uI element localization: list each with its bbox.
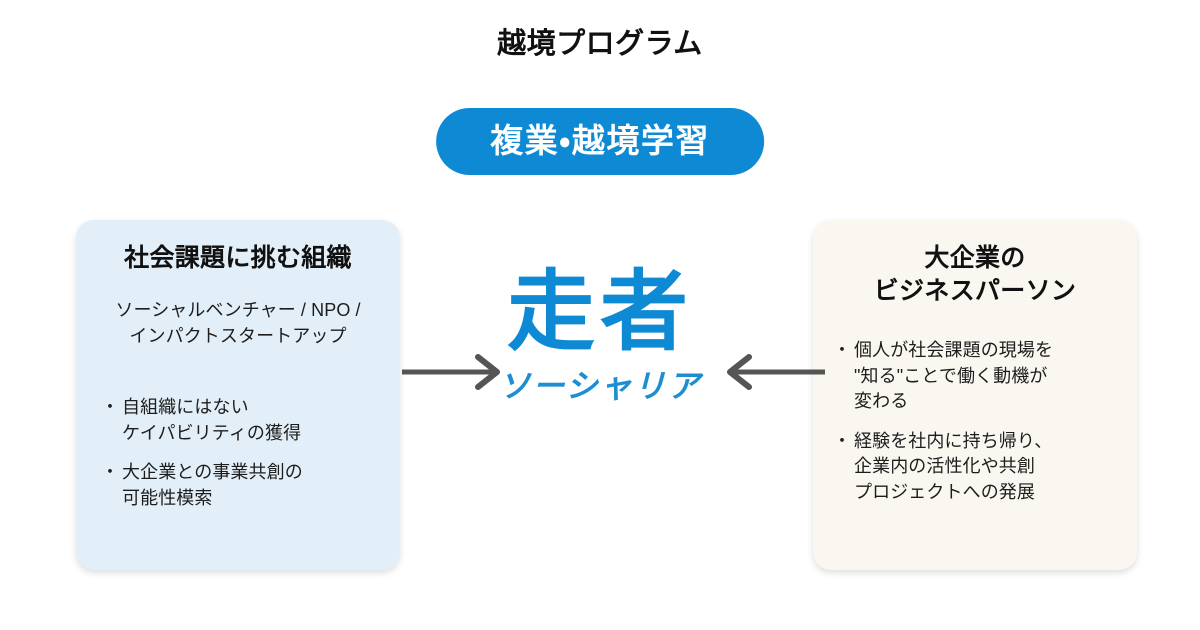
logo-sub-text: ソーシャリア	[498, 368, 702, 404]
list-item: 個人が社会課題の現場を "知る"ことで働く動機が 変わる	[833, 338, 1129, 415]
right-card-enterprise-business-person: 大企業の ビジネスパーソン 個人が社会課題の現場を "知る"ことで働く動機が 変…	[813, 220, 1137, 570]
list-item: 自組織にはない ケイパビリティの獲得	[101, 395, 397, 446]
page-title: 越境プログラム	[497, 28, 703, 60]
right-card-bullet-list: 個人が社会課題の現場を "知る"ことで働く動機が 変わる 経験を社内に持ち帰り、…	[821, 338, 1129, 519]
logo-main-text: 走者	[506, 262, 693, 361]
arrow-left-icon	[722, 352, 827, 397]
left-card-social-organizations: 社会課題に挑む組織 ソーシャルベンチャー / NPO / インパクトスタートアッ…	[76, 220, 400, 570]
right-card-heading: 大企業の ビジネスパーソン	[873, 244, 1077, 305]
center-logo: 走者 ソーシャリア	[450, 262, 750, 404]
left-card-bullet-list: 自組織にはない ケイパビリティの獲得 大企業との事業共創の 可能性模索	[79, 395, 397, 525]
list-item: 経験を社内に持ち帰り、 企業内の活性化や共創 プロジェクトへの発展	[833, 429, 1129, 506]
left-card-heading: 社会課題に挑む組織	[124, 244, 352, 272]
list-item: 大企業との事業共創の 可能性模索	[101, 460, 397, 511]
arrow-right-icon	[400, 352, 505, 397]
program-badge: 複業・越境学習	[436, 108, 764, 175]
left-card-subtitle: ソーシャルベンチャー / NPO / インパクトスタートアップ	[115, 300, 361, 347]
